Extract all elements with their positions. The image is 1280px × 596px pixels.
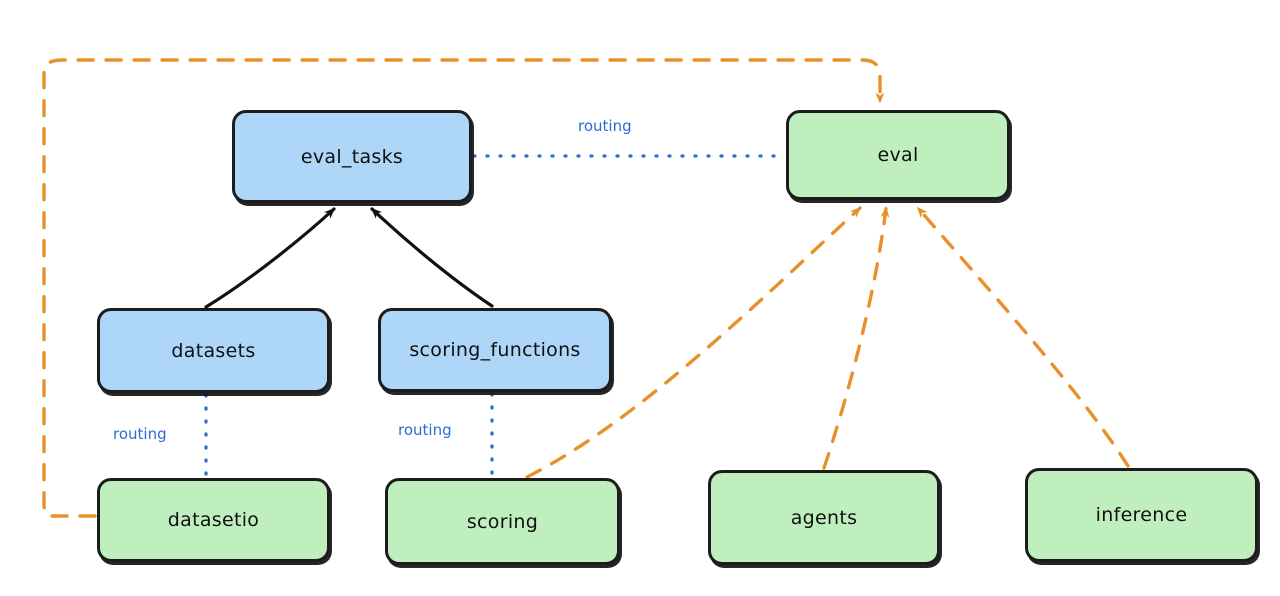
node-eval-tasks[interactable]: eval_tasks <box>232 110 472 203</box>
edge-datasetio-to-eval <box>42 58 885 518</box>
node-inference-label: inference <box>1095 504 1188 526</box>
node-scoring-label: scoring <box>466 510 539 533</box>
edge-label-routing-datasetio: routing <box>113 425 167 443</box>
edge-label-routing-eval: routing <box>578 117 632 135</box>
node-datasetio-label: datasetio <box>167 509 260 531</box>
edge-inference-to-eval <box>916 206 1130 468</box>
node-datasets[interactable]: datasets <box>97 308 330 393</box>
node-eval[interactable]: eval <box>786 110 1010 200</box>
edge-scoring-functions-to-eval-tasks <box>370 207 494 308</box>
node-agents[interactable]: agents <box>708 470 940 565</box>
node-scoring-functions[interactable]: scoring_functions <box>378 308 612 392</box>
node-datasetio[interactable]: datasetio <box>97 478 330 562</box>
node-inference[interactable]: inference <box>1025 468 1258 562</box>
node-eval-tasks-label: eval_tasks <box>300 145 404 168</box>
node-agents-label: agents <box>790 506 858 529</box>
edge-scoring-to-eval <box>525 206 862 479</box>
node-scoring-functions-label: scoring_functions <box>409 339 581 361</box>
node-datasets-label: datasets <box>171 339 256 362</box>
node-eval-label: eval <box>877 144 919 166</box>
edge-label-routing-scoring: routing <box>398 421 452 439</box>
node-scoring[interactable]: scoring <box>385 478 620 565</box>
edge-datasets-to-eval-tasks <box>204 207 336 309</box>
edge-agents-to-eval <box>822 206 890 470</box>
